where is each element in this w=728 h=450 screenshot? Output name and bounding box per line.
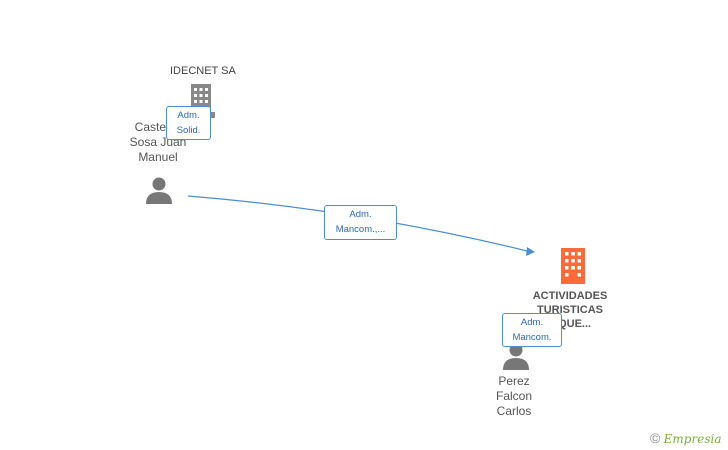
badge-line: Adm. [349,209,372,220]
badge-line: Solid. [176,125,201,136]
role-badge-adm-mancom-edge[interactable]: Adm. Mancom.,... [324,205,397,240]
person-name-line: Manuel [138,150,178,164]
company-name-line: ACTIVIDADES [532,290,608,302]
badge-line: Adm. [177,110,200,121]
brand-logo: Empresia [663,432,722,446]
copyright-icon: © [650,430,661,446]
person-name-line: Carlos [496,404,532,418]
building-icon[interactable] [558,248,588,289]
watermark: © Empresia [650,430,721,446]
role-badge-adm-mancom-perez[interactable]: Adm. Mancom. [502,313,562,347]
person-name-line: Falcon [495,389,533,403]
badge-line: Mancom. [512,332,552,343]
company-name-idecnet[interactable]: IDECNET SA [170,65,236,77]
person-icon[interactable] [145,176,173,209]
role-badge-adm-solid[interactable]: Adm. Solid. [166,106,211,140]
edge-arrowhead [526,247,535,256]
person-name-line: Perez [498,374,530,388]
badge-line: Adm. [520,317,544,328]
person-name-perez[interactable]: Perez Falcon Carlos [478,374,550,419]
badge-line: Mancom.,... [335,224,386,235]
